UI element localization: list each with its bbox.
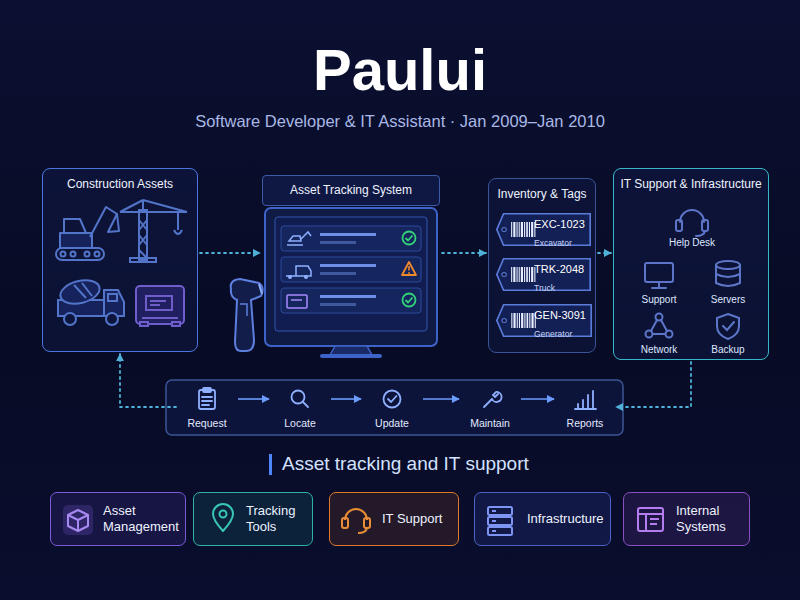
asset-tag: GEN-3091Generator bbox=[496, 304, 592, 337]
process-band bbox=[166, 380, 623, 435]
process-step: Update bbox=[363, 386, 421, 430]
box-label: Asset Tracking System bbox=[262, 175, 440, 206]
box-label: Internal Systems bbox=[676, 503, 745, 534]
barcode-bar bbox=[519, 267, 520, 282]
barcode-bar bbox=[529, 313, 530, 328]
barcode-bar bbox=[524, 267, 525, 282]
barcode-bar bbox=[526, 267, 528, 282]
barcode-bar bbox=[524, 313, 525, 328]
category-card: Infrastructure bbox=[474, 492, 611, 546]
step-label: Reports bbox=[567, 417, 604, 430]
panel-box: Inventory & TagsEXC-1023ExcavatorTRK-204… bbox=[488, 178, 596, 353]
barcode-bar bbox=[521, 222, 523, 237]
barcode-bar bbox=[513, 313, 515, 328]
barcode-bar bbox=[531, 313, 533, 328]
barcode-bar bbox=[513, 222, 515, 237]
subtitle: Software Developer & IT Assistant · Jan … bbox=[195, 112, 605, 131]
tag-name: Excavator bbox=[534, 239, 572, 249]
dotted-flow-arrow bbox=[616, 362, 691, 407]
barcode-bar bbox=[521, 313, 523, 328]
step-arrow bbox=[423, 398, 459, 400]
icon-label: Servers bbox=[711, 294, 745, 305]
icon-label: Backup bbox=[711, 344, 744, 355]
dotted-flow-arrow bbox=[598, 252, 611, 254]
monitor-illustration bbox=[265, 208, 437, 358]
step-label: Locate bbox=[284, 417, 316, 430]
step-icons bbox=[199, 388, 596, 409]
barcode-bar bbox=[521, 267, 523, 282]
tag-hole bbox=[502, 319, 506, 323]
box-label: Infrastructure bbox=[527, 511, 606, 527]
tag-code: TRK-2048 bbox=[534, 263, 584, 276]
title: Paului bbox=[313, 36, 487, 103]
box-label: Inventory & Tags bbox=[497, 187, 586, 201]
asset-tag: EXC-1023Excavator bbox=[496, 213, 591, 246]
process-step: Maintain bbox=[461, 386, 519, 430]
tag-code: EXC-1023 bbox=[534, 218, 585, 231]
barcode-bar bbox=[529, 267, 530, 282]
barcode-bar bbox=[519, 222, 520, 237]
process-step: Request bbox=[178, 386, 236, 430]
tag-hole bbox=[502, 228, 506, 232]
category-card: Asset Management bbox=[50, 492, 186, 546]
dotted-flow-arrow bbox=[120, 354, 176, 407]
barcode-bar bbox=[511, 267, 512, 282]
box-label: Construction Assets bbox=[67, 177, 173, 191]
step-arrow bbox=[521, 398, 554, 400]
barcode-bar bbox=[517, 313, 518, 328]
dotted-flow-arrow bbox=[442, 252, 486, 254]
step-label: Maintain bbox=[470, 417, 510, 430]
icon-label: Support bbox=[641, 294, 676, 305]
icon-label: Network bbox=[641, 344, 678, 355]
barcode-bar bbox=[519, 313, 520, 328]
barcode-bar bbox=[517, 267, 518, 282]
step-label: Request bbox=[187, 417, 226, 430]
category-card: IT Support bbox=[329, 492, 459, 546]
caption: Asset tracking and IT support bbox=[282, 453, 529, 475]
process-step: Locate bbox=[271, 386, 329, 430]
step-arrow bbox=[331, 398, 361, 400]
system-box: Asset Tracking System bbox=[262, 175, 440, 358]
icon-label: Help Desk bbox=[669, 237, 715, 248]
tag-name: Generator bbox=[534, 330, 572, 340]
category-card: Tracking Tools bbox=[193, 492, 313, 546]
dotted-flow-arrow bbox=[200, 252, 260, 254]
caption-accent bbox=[269, 454, 272, 475]
panel-box: Construction Assets bbox=[42, 168, 198, 352]
asset-tag: TRK-2048Truck bbox=[496, 258, 591, 291]
tag-hole bbox=[502, 273, 506, 277]
barcode-bar bbox=[529, 222, 530, 237]
barcode-bar bbox=[524, 222, 525, 237]
box-label: Tracking Tools bbox=[246, 503, 308, 534]
box-label: Asset Management bbox=[103, 503, 181, 534]
category-card: Internal Systems bbox=[623, 492, 750, 546]
panel-box: IT Support & Infrastructure bbox=[613, 168, 769, 360]
process-step: Reports bbox=[556, 386, 614, 430]
tag-name: Truck bbox=[534, 284, 555, 294]
barcode-bar bbox=[531, 267, 533, 282]
barcode-bar bbox=[531, 222, 533, 237]
step-label: Update bbox=[375, 417, 409, 430]
barcode-bar bbox=[526, 222, 528, 237]
box-label: IT Support & Infrastructure bbox=[620, 177, 761, 191]
barcode-bar bbox=[511, 313, 512, 328]
step-arrow bbox=[238, 398, 269, 400]
barcode-scanner bbox=[231, 279, 263, 351]
barcode-bar bbox=[513, 267, 515, 282]
barcode-bar bbox=[527, 313, 529, 328]
tag-code: GEN-3091 bbox=[534, 309, 586, 322]
barcode-bar bbox=[517, 222, 518, 237]
box-label: IT Support bbox=[382, 511, 454, 527]
barcode-bar bbox=[511, 222, 512, 237]
